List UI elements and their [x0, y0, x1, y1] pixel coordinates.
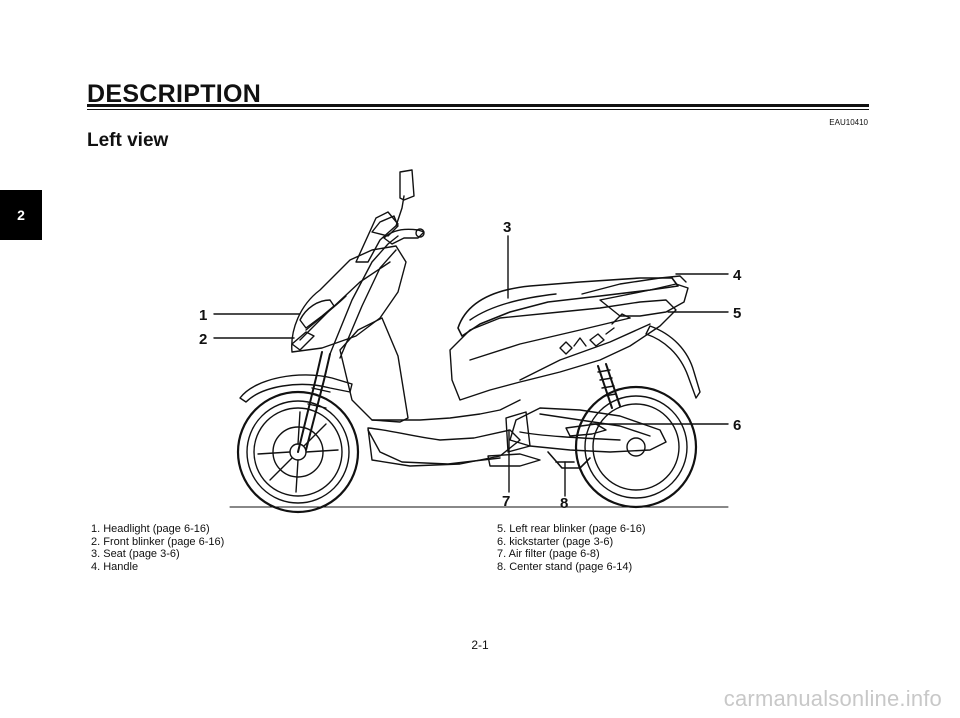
legend-item: 3. Seat (page 3-6) — [91, 548, 180, 560]
callout-3: 3 — [503, 219, 511, 236]
legend-item: 1. Headlight (page 6-16) — [91, 523, 210, 535]
headlight — [299, 299, 335, 329]
front-fender — [239, 374, 353, 403]
callout-8: 8 — [560, 495, 568, 512]
section-title: Left view — [87, 130, 169, 151]
header-rule — [87, 104, 869, 107]
legend-item: 6. kickstarter (page 3-6) — [497, 535, 614, 548]
callout-1: 1 — [199, 307, 207, 324]
chapter-tab: 2 — [0, 190, 42, 240]
seat — [457, 277, 679, 337]
exhaust — [487, 453, 541, 467]
floorboard — [367, 399, 521, 465]
watermark: carmanualsonline.info — [723, 686, 942, 711]
header-rule-thin — [87, 109, 869, 110]
legend-right: 5. Left rear blinker (page 6-16) 6. kick… — [497, 523, 646, 573]
callout-2: 2 — [199, 331, 207, 348]
rear-wheel — [574, 385, 698, 509]
legend-item: 5. Left rear blinker (page 6-16) — [497, 523, 646, 535]
callout-5: 5 — [733, 305, 741, 322]
leg-shield — [339, 317, 409, 423]
scooter-illustration: 1 2 3 4 5 6 7 8 — [199, 169, 742, 514]
callout-6: 6 — [733, 417, 741, 434]
steering-column — [329, 235, 399, 359]
mirror — [395, 169, 415, 227]
air-filter — [505, 411, 531, 453]
page-header-title: DESCRIPTION — [87, 80, 262, 108]
tail-section — [599, 283, 689, 317]
rear-grab-handle — [581, 275, 687, 295]
center-body — [449, 299, 677, 401]
front-fork — [297, 351, 331, 453]
document-code: EAU10410 — [829, 118, 868, 127]
front-cowl — [355, 211, 399, 263]
page-number: 2-1 — [471, 638, 489, 652]
engine-case — [509, 407, 667, 453]
kickstarter — [565, 423, 607, 437]
legend-item: 8. Center stand (page 6-14) — [497, 560, 633, 573]
center-stand — [547, 451, 591, 469]
rear-mudguard — [645, 325, 701, 399]
front-blinker — [291, 331, 315, 351]
lower-fairing — [367, 427, 521, 467]
front-body — [291, 245, 407, 353]
callout-7: 7 — [502, 493, 510, 510]
legend-item: 2. Front blinker (page 6-16) — [91, 535, 225, 548]
model-logo — [559, 313, 631, 355]
legend-left: 1. Headlight (page 6-16) 2. Front blinke… — [91, 523, 224, 573]
legend-item: 4. Handle — [91, 560, 139, 573]
legend-item: 7. Air filter (page 6-8) — [497, 548, 600, 560]
front-wheel — [236, 390, 360, 514]
callout-4: 4 — [733, 267, 742, 284]
